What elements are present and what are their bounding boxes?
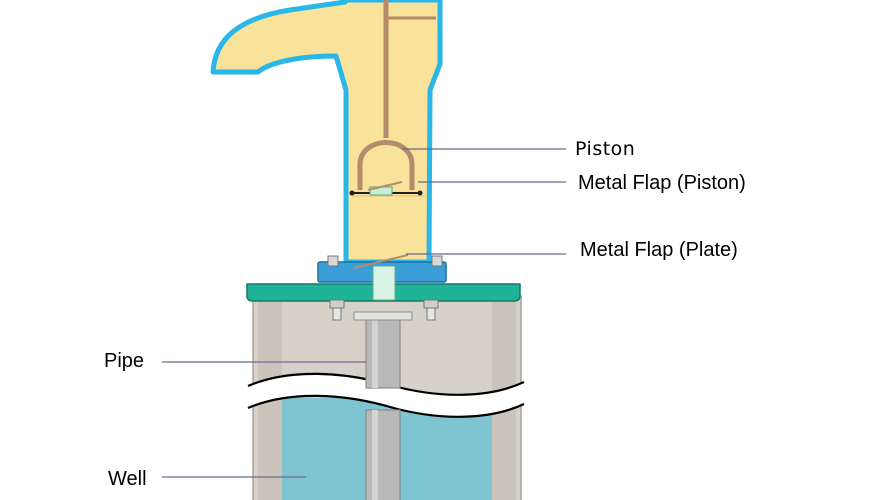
metal-flap-plate	[353, 254, 409, 301]
pipe	[353, 311, 413, 500]
label-well: Well	[108, 468, 147, 490]
pump-body	[210, 0, 443, 265]
metal-flap-piston	[367, 181, 403, 196]
leader-lines	[162, 148, 566, 478]
bolts	[329, 299, 439, 321]
label-metal-flap-plate: Metal Flap (Plate)	[580, 239, 738, 261]
label-metal-flap-piston: Metal Flap (Piston)	[578, 172, 746, 194]
label-piston: Piston	[575, 138, 635, 160]
label-pipe: Pipe	[104, 350, 144, 372]
